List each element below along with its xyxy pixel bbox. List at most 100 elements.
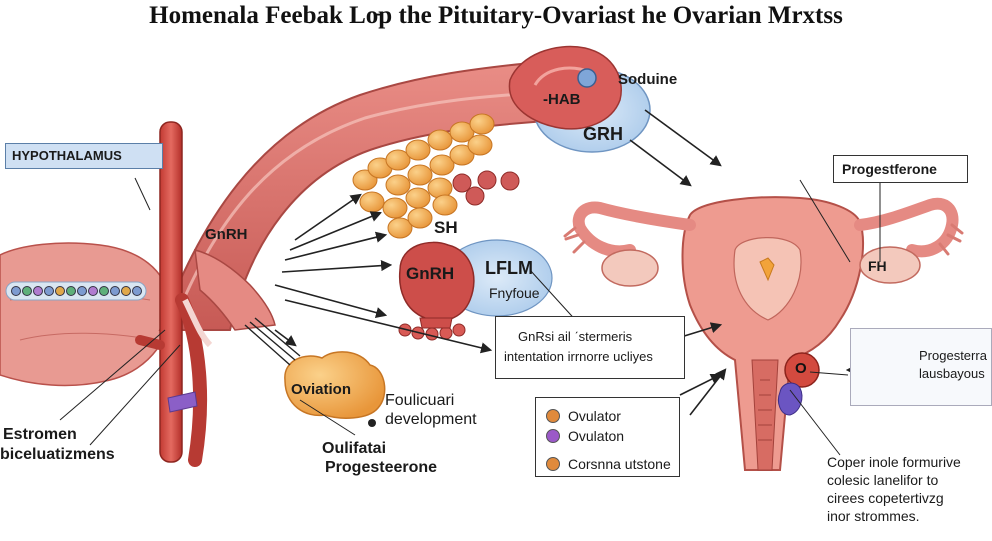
uterus [563,196,964,471]
follicle-cell [467,134,493,156]
cell-dot [77,286,87,296]
flow-arrow [284,299,493,354]
cell-dot [121,286,131,296]
red-cell-cluster [452,170,520,206]
lflm-label: LFLM [485,258,533,278]
flow-arrow [281,259,393,273]
purple-blob [777,382,803,416]
follicle-cell [429,154,455,176]
cell-dot [55,286,65,296]
hatch-stroke [249,321,296,361]
follicle-cell [469,113,495,135]
caption-text: Coper inole formurive colesic lanelifor … [827,453,961,525]
o-marker-ball [784,352,820,388]
caption-line1: Coper inole formurive [827,454,961,470]
hatch-stroke [254,317,301,357]
cell-dot [22,286,32,296]
progesterone-box: Progestferone [833,155,968,183]
hypothalamus-label: HYPOTHALAMUS [12,148,122,163]
pituitary-stalk [194,249,276,331]
foulicuari-dot [368,419,376,427]
cell-dot [88,286,98,296]
diagram-title: Homenala Feebak Lo̵p the Pituitary-Ovari… [149,2,843,29]
legend-item: Ovulaton [546,428,669,444]
side-info-box: Progesterra lausbayous [850,328,992,406]
cell-dot [44,286,54,296]
sh-label: SH [434,218,458,237]
o-marker-label: O [795,360,807,377]
gnrh-gland [398,241,475,322]
follicle-cell [407,207,433,229]
flow-arrow [629,139,692,187]
leader-lines [59,177,881,456]
cell-dot [66,286,76,296]
oulifatai-label: Oulifatai [322,440,387,457]
progesteerone-label: Progesteerone [325,459,438,476]
gnrh-bead [452,323,466,337]
red-cell [465,186,485,206]
red-cell [500,171,520,191]
flow-arrow [689,368,727,416]
soduine-label: Soduine [618,71,678,88]
hatch-stroke [244,324,291,366]
red-cell [477,170,497,190]
legend-swatch [546,457,560,471]
flow-arrow [294,193,362,241]
legend-swatch [546,429,560,443]
follicle-cell [432,194,458,216]
fnyfoue-label: Fnyfoue [489,285,540,301]
follicle-cell [359,191,385,213]
blood-vessel [159,121,183,463]
flow-arrow [274,329,297,347]
caption-line3: cirees copetertivzg [827,490,944,506]
follicle-cell [405,139,431,161]
flow-arrow [289,211,383,251]
flow-arrow [644,109,722,167]
mid-info-box: GnRsi ail ˊstermeris intentation irrnorr… [495,316,685,379]
gnrh-stem [419,317,453,329]
progesterone-box-label: Progestferone [842,161,937,177]
cell-dot [132,286,142,296]
follicle-cell [385,174,411,196]
follicle-cell [449,144,475,166]
side-box-line2: lausbayous [919,366,985,381]
gnrh-left-label: GnRH [205,226,248,243]
blue-nucleus [577,68,597,88]
mid-box-line2: intentation irrnorre ucliyes [504,349,653,364]
estromen-label: Estromen [3,426,77,443]
foulicuari-label: Foulicuari [385,392,455,409]
caption-line2: colesic lanelifor to [827,472,939,488]
ovulation-blob [284,351,386,419]
follicle-cell [385,149,411,171]
gnrh-bead [425,327,439,341]
follicle-cell [427,129,453,151]
legend-label: Ovulaton [568,428,625,444]
gnrh-bead [439,326,453,340]
legend-label: Corsnna utstone [568,456,671,472]
flow-arrow [274,284,388,319]
legend-item: Corsnna utstone [546,456,671,472]
follicle-cell [387,217,413,239]
cell-dot [99,286,109,296]
cell-dot [33,286,43,296]
fh-label: FH [868,258,887,274]
biceluatizmens-label: biceluatizmens [0,446,115,463]
purple-clip [167,391,198,413]
cell-dot [110,286,120,296]
follicle-cell [407,164,433,186]
legend-swatch [546,409,560,423]
follicle-cell [405,187,431,209]
oviation-label: Oviation [291,381,352,398]
legend-item: Ovulator [546,408,669,424]
grh-label: GRH [583,124,623,144]
hypothalamus-box: HYPOTHALAMUS [5,143,163,169]
hypothalamus-tissue [0,242,172,387]
hab-label: -HAB [543,91,581,108]
red-cell [452,173,472,193]
side-box-line1: Progesterra [919,348,987,363]
gnrh-gland-label: GnRH [406,264,455,283]
follicle-cluster [352,113,495,239]
follicle-cell [382,197,408,219]
